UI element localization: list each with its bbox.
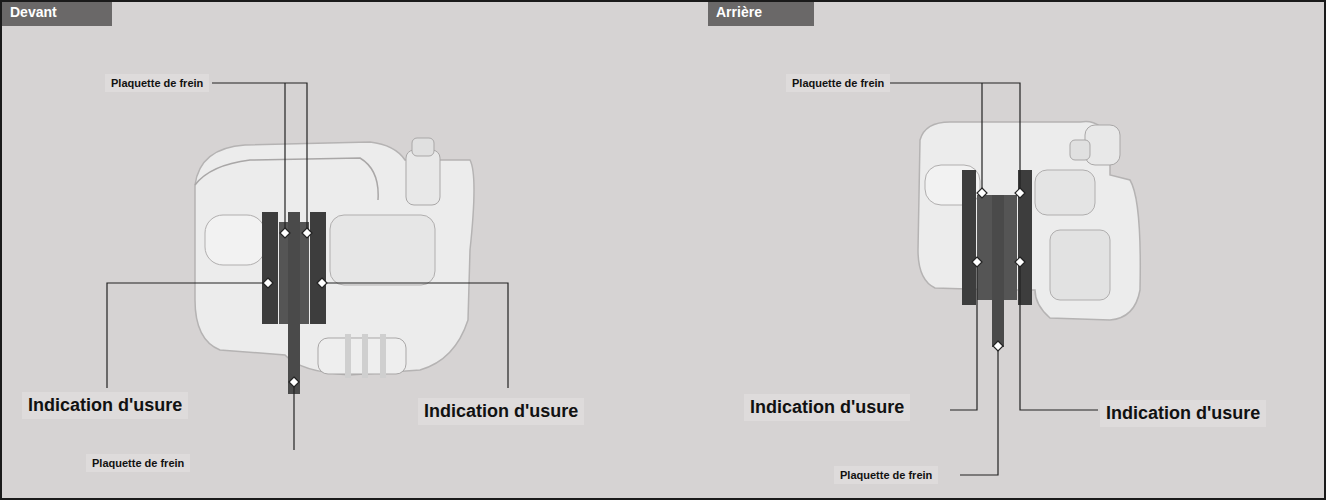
rear-caliper <box>918 121 1140 347</box>
part-label: Plaquette de frein <box>105 74 209 92</box>
part-label: Plaquette de frein <box>834 466 938 484</box>
panel-title: Arrière <box>716 4 804 20</box>
wear-indicator-label: Indication d'usure <box>22 392 188 419</box>
front-caliper <box>195 138 474 394</box>
panel-tab: Devant <box>2 2 112 26</box>
panel-title: Devant <box>10 4 102 20</box>
panel-tab: Arrière <box>708 2 814 26</box>
leader-lines <box>107 83 1098 475</box>
part-label: Plaquette de frein <box>786 74 890 92</box>
wear-indicator-label: Indication d'usure <box>744 394 910 421</box>
part-label: Plaquette de frein <box>86 454 190 472</box>
wear-indicator-label: Indication d'usure <box>1100 400 1266 427</box>
wear-indicator-label: Indication d'usure <box>418 398 584 425</box>
leader-markers <box>263 188 1025 387</box>
